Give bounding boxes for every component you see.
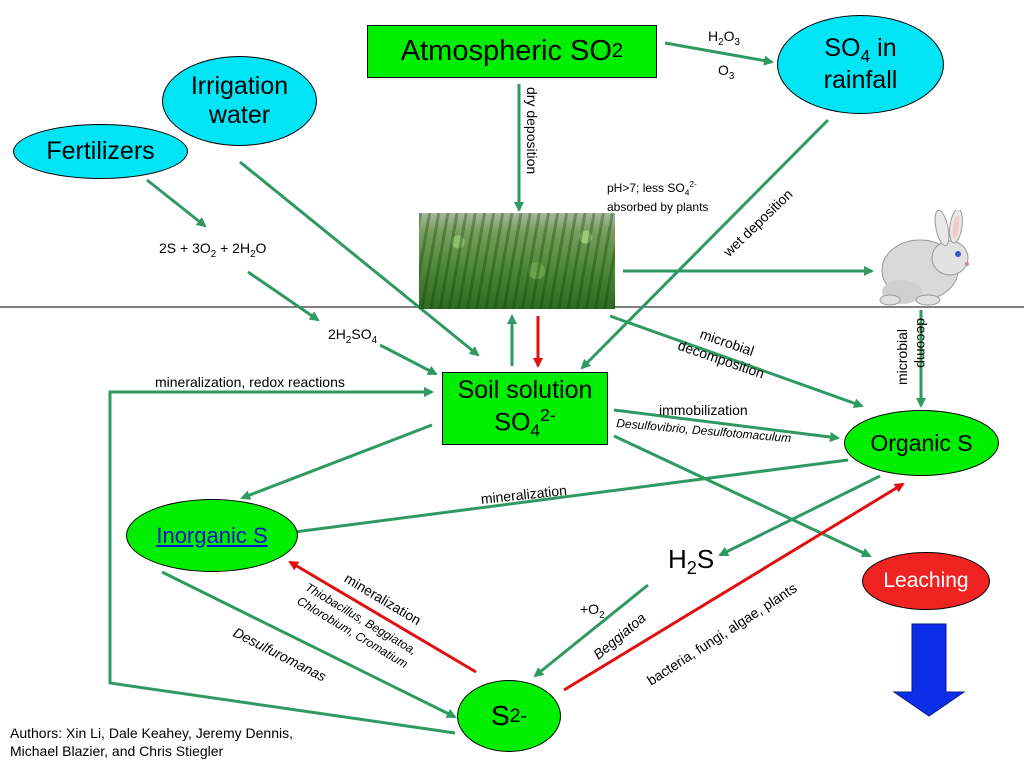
label-ph-note: pH>7; less SO42- absorbed by plants — [607, 179, 709, 214]
arrow-h2s-to-s2 — [533, 583, 649, 678]
arrow-irrigation-to-soil — [239, 160, 480, 357]
label-decomp-vertical: decomp — [914, 318, 930, 368]
arrow-wet-deposition — [580, 118, 830, 370]
rabbit-illustration — [879, 210, 969, 306]
arrow-red-s2-to-organic — [563, 482, 905, 692]
arrow-h2so4-to-soil — [379, 343, 438, 376]
arrow-fertilizer-to-eq — [146, 178, 207, 228]
label-immobilization: immobilization — [659, 402, 748, 418]
node-inorganic-s: Inorganic S — [126, 499, 298, 572]
arrow-atm-to-rainfall — [664, 41, 774, 66]
node-so4-in-rainfall: SO4 in rainfall — [777, 15, 944, 114]
label-dry-deposition: dry deposition — [524, 87, 540, 175]
node-irrigation-water: Irrigation water — [162, 56, 317, 146]
arrow-soil-to-inorganic — [240, 423, 433, 500]
arrow-plants-to-organic — [609, 314, 864, 409]
label-h2o3: H2O3 — [708, 28, 740, 48]
inorganic-s-link[interactable]: Inorganic S — [156, 522, 268, 548]
arrow-eq-to-h2so4 — [247, 270, 320, 322]
arrow-organic-to-inorganic — [285, 458, 849, 537]
soybean-field-photo — [419, 213, 615, 309]
node-soil-solution-so4: Soil solution SO42- — [442, 372, 608, 445]
label-microbial-vertical: microbial — [894, 328, 910, 385]
label-mineralization-redox: mineralization, redox reactions — [155, 374, 345, 390]
label-plus-o2: +O2 — [580, 601, 605, 621]
label-h2so4: 2H2SO4 — [328, 326, 378, 346]
label-equation: 2S + 3O2 + 2H2O — [159, 240, 267, 260]
node-fertilizers: Fertilizers — [13, 124, 188, 179]
arrow-s2-to-soil — [108, 387, 456, 735]
arrow-organic-to-h2s — [718, 474, 881, 557]
arrow-red-s2-to-inorganic — [288, 560, 477, 674]
arrow-soil-to-leaching — [613, 434, 872, 558]
node-organic-s: Organic S — [844, 410, 999, 476]
arrow-soil-to-organic — [613, 408, 840, 442]
node-h2s: H2S — [668, 544, 715, 579]
leaching-down-arrow-icon — [892, 623, 966, 717]
arrow-inorganic-to-s2 — [161, 570, 457, 719]
node-leaching: Leaching — [862, 552, 990, 610]
label-o3: O3 — [718, 62, 735, 82]
authors: Authors: Xin Li, Dale Keahey, Jeremy Den… — [10, 725, 293, 760]
